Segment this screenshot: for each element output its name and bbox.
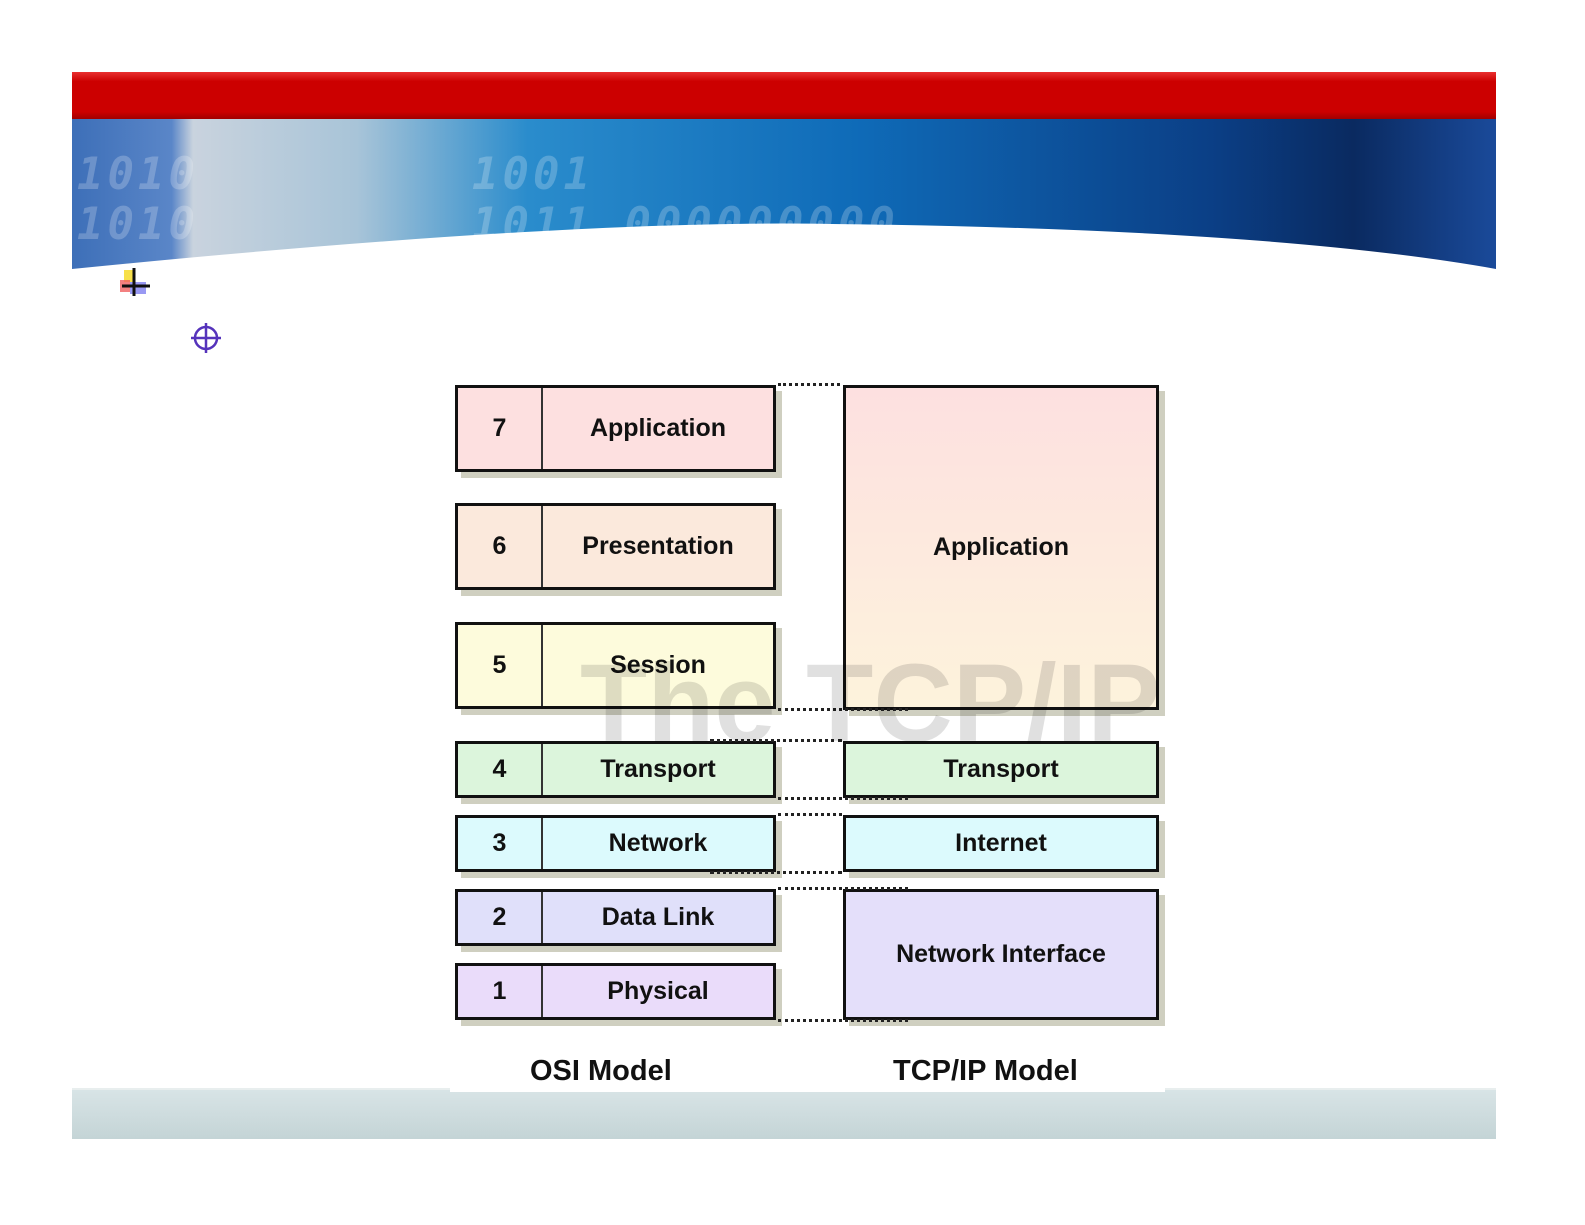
tcpip-layer-network-interface: Network Interface	[843, 889, 1159, 1020]
osi-layer-1: 1 Physical	[455, 963, 776, 1020]
header-banner: 1010 1010 1001 1011 000000000	[72, 119, 1496, 294]
osi-layer-6: 6 Presentation	[455, 503, 776, 590]
layer-name: Application	[589, 414, 727, 442]
layer-number: 2	[458, 892, 543, 943]
tcpip-layer-transport: Transport	[843, 741, 1159, 798]
tcpip-layer-application: Application	[843, 385, 1159, 710]
layer-name: Transport	[943, 755, 1059, 783]
osi-layer-2: 2 Data Link	[455, 889, 776, 946]
osi-layer-7: 7 Application	[455, 385, 776, 472]
osi-layer-5: 5 Session	[455, 622, 776, 709]
tcpip-caption: TCP/IP Model	[893, 1055, 1078, 1087]
caption-background	[450, 1040, 1165, 1092]
layer-name: Internet	[955, 829, 1047, 857]
layer-number: 5	[458, 625, 543, 706]
header-red-bar	[72, 72, 1496, 119]
footer-bar	[72, 1088, 1496, 1139]
layer-name: Network Interface	[896, 940, 1106, 968]
layer-number: 1	[458, 966, 543, 1017]
layer-number: 6	[458, 506, 543, 587]
layer-name: Transport	[600, 755, 716, 783]
tcpip-layer-internet: Internet	[843, 815, 1159, 872]
layer-number: 4	[458, 744, 543, 795]
layer-name: Session	[610, 651, 706, 679]
banner-bits: 1001	[472, 149, 594, 200]
layer-name: Network	[608, 829, 708, 857]
bullet-icon	[120, 268, 150, 296]
banner-curve	[72, 223, 1496, 294]
banner-bits: 1010	[77, 149, 199, 200]
layer-name: Physical	[607, 977, 709, 1005]
crosshair-bullet-icon	[191, 323, 221, 353]
osi-layer-3: 3 Network	[455, 815, 776, 872]
layer-number: 7	[458, 388, 543, 469]
layer-name: Data Link	[601, 903, 715, 931]
layer-name: Presentation	[582, 532, 734, 560]
banner-bits: 1010	[77, 199, 199, 250]
osi-caption: OSI Model	[530, 1055, 672, 1087]
layer-number: 3	[458, 818, 543, 869]
layer-name: Application	[932, 533, 1070, 561]
osi-layer-4: 4 Transport	[455, 741, 776, 798]
